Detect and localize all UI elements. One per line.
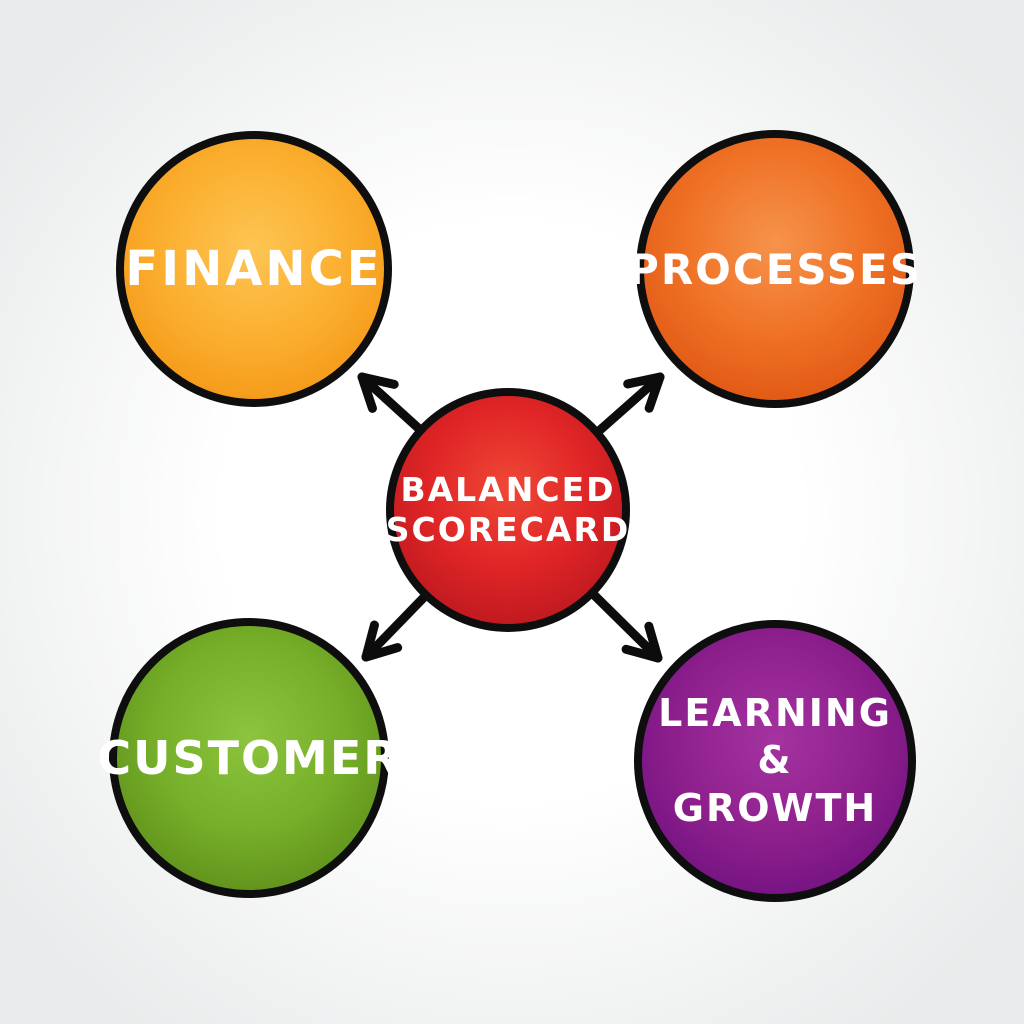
node-learning-growth-label-line1: LEARNING & — [658, 690, 892, 783]
center-label-line1: BALANCED — [400, 470, 616, 510]
center-label-line2: SCORECARD — [385, 510, 631, 549]
arrow-to-finance — [357, 372, 432, 441]
node-learning-growth-label-line2: GROWTH — [672, 785, 878, 830]
node-processes-label: PROCESSES — [628, 244, 922, 294]
node-customer: CUSTOMER — [97, 618, 399, 898]
arrow-to-processes — [586, 372, 665, 443]
arrow-to-customer — [361, 584, 437, 662]
node-learning-growth: LEARNING & GROWTH — [634, 620, 916, 902]
node-balanced-scorecard: BALANCED SCORECARD — [386, 388, 630, 632]
node-finance-label: FINANCE — [125, 241, 383, 297]
node-customer-label: CUSTOMER — [97, 731, 401, 785]
node-processes: PROCESSES — [628, 130, 920, 408]
arrow-to-learning-growth — [581, 582, 663, 663]
node-finance: FINANCE — [116, 131, 392, 407]
